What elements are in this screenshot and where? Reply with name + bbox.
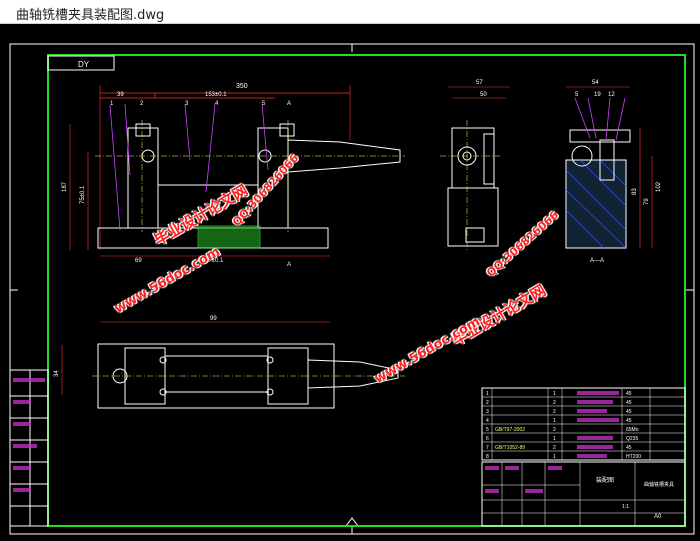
code-label: DY — [78, 60, 90, 69]
svg-text:5: 5 — [575, 92, 579, 98]
svg-text:79: 79 — [644, 198, 650, 205]
svg-text:3: 3 — [486, 409, 489, 415]
svg-text:装配图: 装配图 — [596, 476, 614, 484]
svg-text:1: 1 — [553, 454, 556, 460]
center-triangle — [345, 517, 359, 527]
file-title: 曲轴铣槽夹具装配图.dwg — [16, 8, 165, 23]
svg-text:A0: A0 — [654, 514, 662, 520]
title-block: 1 2 3 4 5 6 7 8 GB/T97-2002 GB/T1052-89 … — [481, 387, 686, 527]
svg-text:5: 5 — [262, 101, 266, 107]
svg-text:4: 4 — [215, 101, 219, 107]
drawing-canvas[interactable]: DY 350 39 153±0.1 187 75±0.1 — [0, 24, 700, 541]
svg-text:75±0.1: 75±0.1 — [80, 185, 86, 204]
svg-text:1: 1 — [553, 418, 556, 424]
svg-text:2: 2 — [553, 445, 556, 451]
svg-text:39: 39 — [117, 92, 124, 98]
svg-text:45: 45 — [626, 391, 632, 397]
svg-text:1: 1 — [553, 436, 556, 442]
svg-text:57: 57 — [476, 80, 483, 86]
svg-text:45: 45 — [626, 445, 632, 451]
svg-text:45: 45 — [626, 409, 632, 415]
svg-text:Q235: Q235 — [626, 436, 638, 442]
svg-text:8: 8 — [486, 454, 489, 460]
svg-text:153±0.1: 153±0.1 — [205, 92, 227, 98]
side-view: 57 50 — [440, 80, 510, 250]
inner-border — [47, 54, 686, 527]
svg-text:2: 2 — [553, 400, 556, 406]
svg-text:GB/T1052-89: GB/T1052-89 — [495, 445, 525, 451]
svg-text:54: 54 — [592, 80, 599, 86]
svg-text:曲轴铣槽夹具: 曲轴铣槽夹具 — [644, 481, 674, 488]
svg-text:A—A: A—A — [590, 258, 604, 264]
front-view: 350 39 153±0.1 187 75±0.1 — [62, 83, 405, 268]
svg-text:A: A — [287, 262, 291, 268]
svg-text:45: 45 — [626, 400, 632, 406]
center-marks — [10, 44, 694, 534]
svg-text:187: 187 — [62, 181, 68, 192]
svg-text:1: 1 — [553, 391, 556, 397]
svg-text:4: 4 — [486, 418, 489, 424]
svg-text:69: 69 — [135, 258, 142, 264]
svg-text:2: 2 — [553, 409, 556, 415]
svg-text:87±0.1: 87±0.1 — [205, 258, 224, 264]
svg-text:7: 7 — [486, 445, 489, 451]
svg-text:6: 6 — [486, 436, 489, 442]
section-view: 54 5 19 12 83 79 102 A—A — [565, 80, 662, 264]
svg-text:50: 50 — [480, 92, 487, 98]
svg-text:5: 5 — [486, 427, 489, 433]
svg-text:45: 45 — [626, 418, 632, 424]
svg-text:19: 19 — [594, 92, 601, 98]
svg-text:1: 1 — [110, 101, 114, 107]
svg-text:A: A — [287, 101, 291, 107]
svg-text:99: 99 — [210, 316, 217, 322]
top-view: 99 34 — [54, 316, 405, 409]
svg-text:12: 12 — [608, 92, 615, 98]
svg-text:350: 350 — [236, 83, 248, 90]
svg-text:83: 83 — [632, 188, 638, 195]
svg-text:HT200: HT200 — [626, 454, 641, 460]
svg-text:2: 2 — [553, 427, 556, 433]
code-box — [47, 55, 115, 71]
svg-text:GB/T97-2002: GB/T97-2002 — [495, 427, 525, 433]
window-title-bar: 曲轴铣槽夹具装配图.dwg — [0, 0, 700, 24]
svg-text:65Mn: 65Mn — [626, 427, 639, 433]
svg-text:3: 3 — [185, 101, 189, 107]
svg-text:1: 1 — [486, 391, 489, 397]
svg-text:34: 34 — [54, 370, 60, 377]
svg-text:2: 2 — [140, 101, 144, 107]
highlight-strips — [13, 378, 619, 493]
cad-drawing: DY 350 39 153±0.1 187 75±0.1 — [9, 43, 695, 535]
svg-text:102: 102 — [656, 181, 662, 192]
svg-text:2: 2 — [486, 400, 489, 406]
svg-text:1:1: 1:1 — [622, 504, 629, 510]
